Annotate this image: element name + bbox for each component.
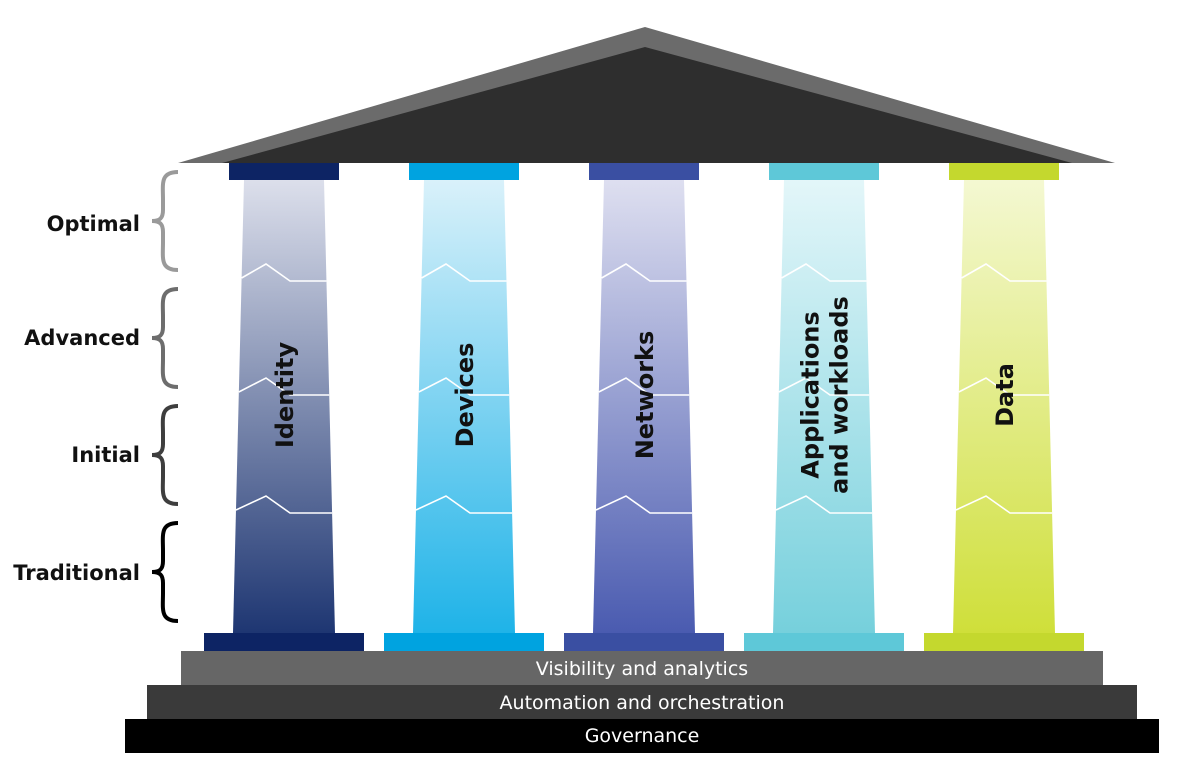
foundation: Visibility and analytics Automation and … (125, 651, 1159, 753)
pillar-shaft (413, 180, 515, 633)
pillar-base (384, 633, 544, 651)
pillar-stage-divider (958, 377, 1050, 396)
brace-traditional (151, 521, 179, 623)
pillar-shaft (953, 180, 1055, 633)
pillar-stage-divider (598, 377, 690, 396)
pillar-label: Data (991, 363, 1019, 427)
pillar-label-line: Data (991, 363, 1019, 427)
pillar-shaft (773, 180, 875, 633)
foundation-label-governance: Governance (585, 725, 700, 747)
pillar-stage-divider (595, 495, 693, 514)
pillar-stage-divider (421, 263, 507, 282)
pillar-base (204, 633, 364, 651)
pillars: Identity Devices Networks Applicationsand w… (204, 163, 1084, 651)
pillar-label: Devices (451, 343, 479, 448)
pillar-stage-divider (601, 263, 687, 282)
pillar-label-line: Applications (797, 311, 825, 478)
brace-initial (151, 404, 179, 506)
pillar-base (924, 633, 1084, 651)
pillar-stage-divider (418, 377, 510, 396)
pillar-stage-divider (781, 263, 867, 282)
brace-advanced (151, 287, 179, 389)
pillar-label-line: Devices (451, 343, 479, 448)
pillar-label-line: Networks (631, 331, 659, 460)
pillar-capital (769, 163, 879, 180)
pillar-shaft (233, 180, 335, 633)
foundation-label-automation: Automation and orchestration (500, 692, 785, 714)
pillar-5: Data (924, 163, 1084, 651)
pillar-stage-divider (775, 495, 873, 514)
pillar-stage-divider (415, 495, 513, 514)
roof-inner (222, 47, 1072, 163)
stage-label-advanced: Advanced (24, 326, 140, 350)
pillar-label: Applicationsand workloads (797, 296, 854, 494)
pillar-label-line: Identity (271, 342, 299, 449)
pillar-capital (409, 163, 519, 180)
pillar-capital (229, 163, 339, 180)
stage-label-initial: Initial (71, 443, 140, 467)
pillar-stage-divider (955, 495, 1053, 514)
maturity-stages: Optimal Advanced Initial Traditional (13, 170, 179, 623)
foundation-label-visibility: Visibility and analytics (536, 658, 748, 680)
pillar-base (744, 633, 904, 651)
foundation-step-visibility (181, 651, 1103, 685)
pillar-stage-divider (961, 263, 1047, 282)
pillar-3: Networks (564, 163, 724, 651)
stage-label-traditional: Traditional (13, 561, 140, 585)
brace-optimal (151, 170, 179, 272)
pillar-1: Identity (204, 163, 364, 651)
pillar-shaft (593, 180, 695, 633)
roof (178, 27, 1115, 163)
pillar-label: Identity (271, 342, 299, 449)
pillar-capital (949, 163, 1059, 180)
foundation-step-automation (147, 685, 1137, 719)
pillar-stage-divider (778, 377, 870, 396)
pillar-stage-divider (241, 263, 327, 282)
pillar-stage-divider (235, 495, 333, 514)
pillar-4: Applicationsand workloads (744, 163, 904, 651)
stage-label-optimal: Optimal (47, 212, 140, 236)
pillar-stage-divider (238, 377, 330, 396)
pillar-2: Devices (384, 163, 544, 651)
pillar-label-line: and workloads (826, 296, 854, 494)
pillar-base (564, 633, 724, 651)
foundation-step-governance (125, 719, 1159, 753)
pillar-label: Networks (631, 331, 659, 460)
pillar-capital (589, 163, 699, 180)
